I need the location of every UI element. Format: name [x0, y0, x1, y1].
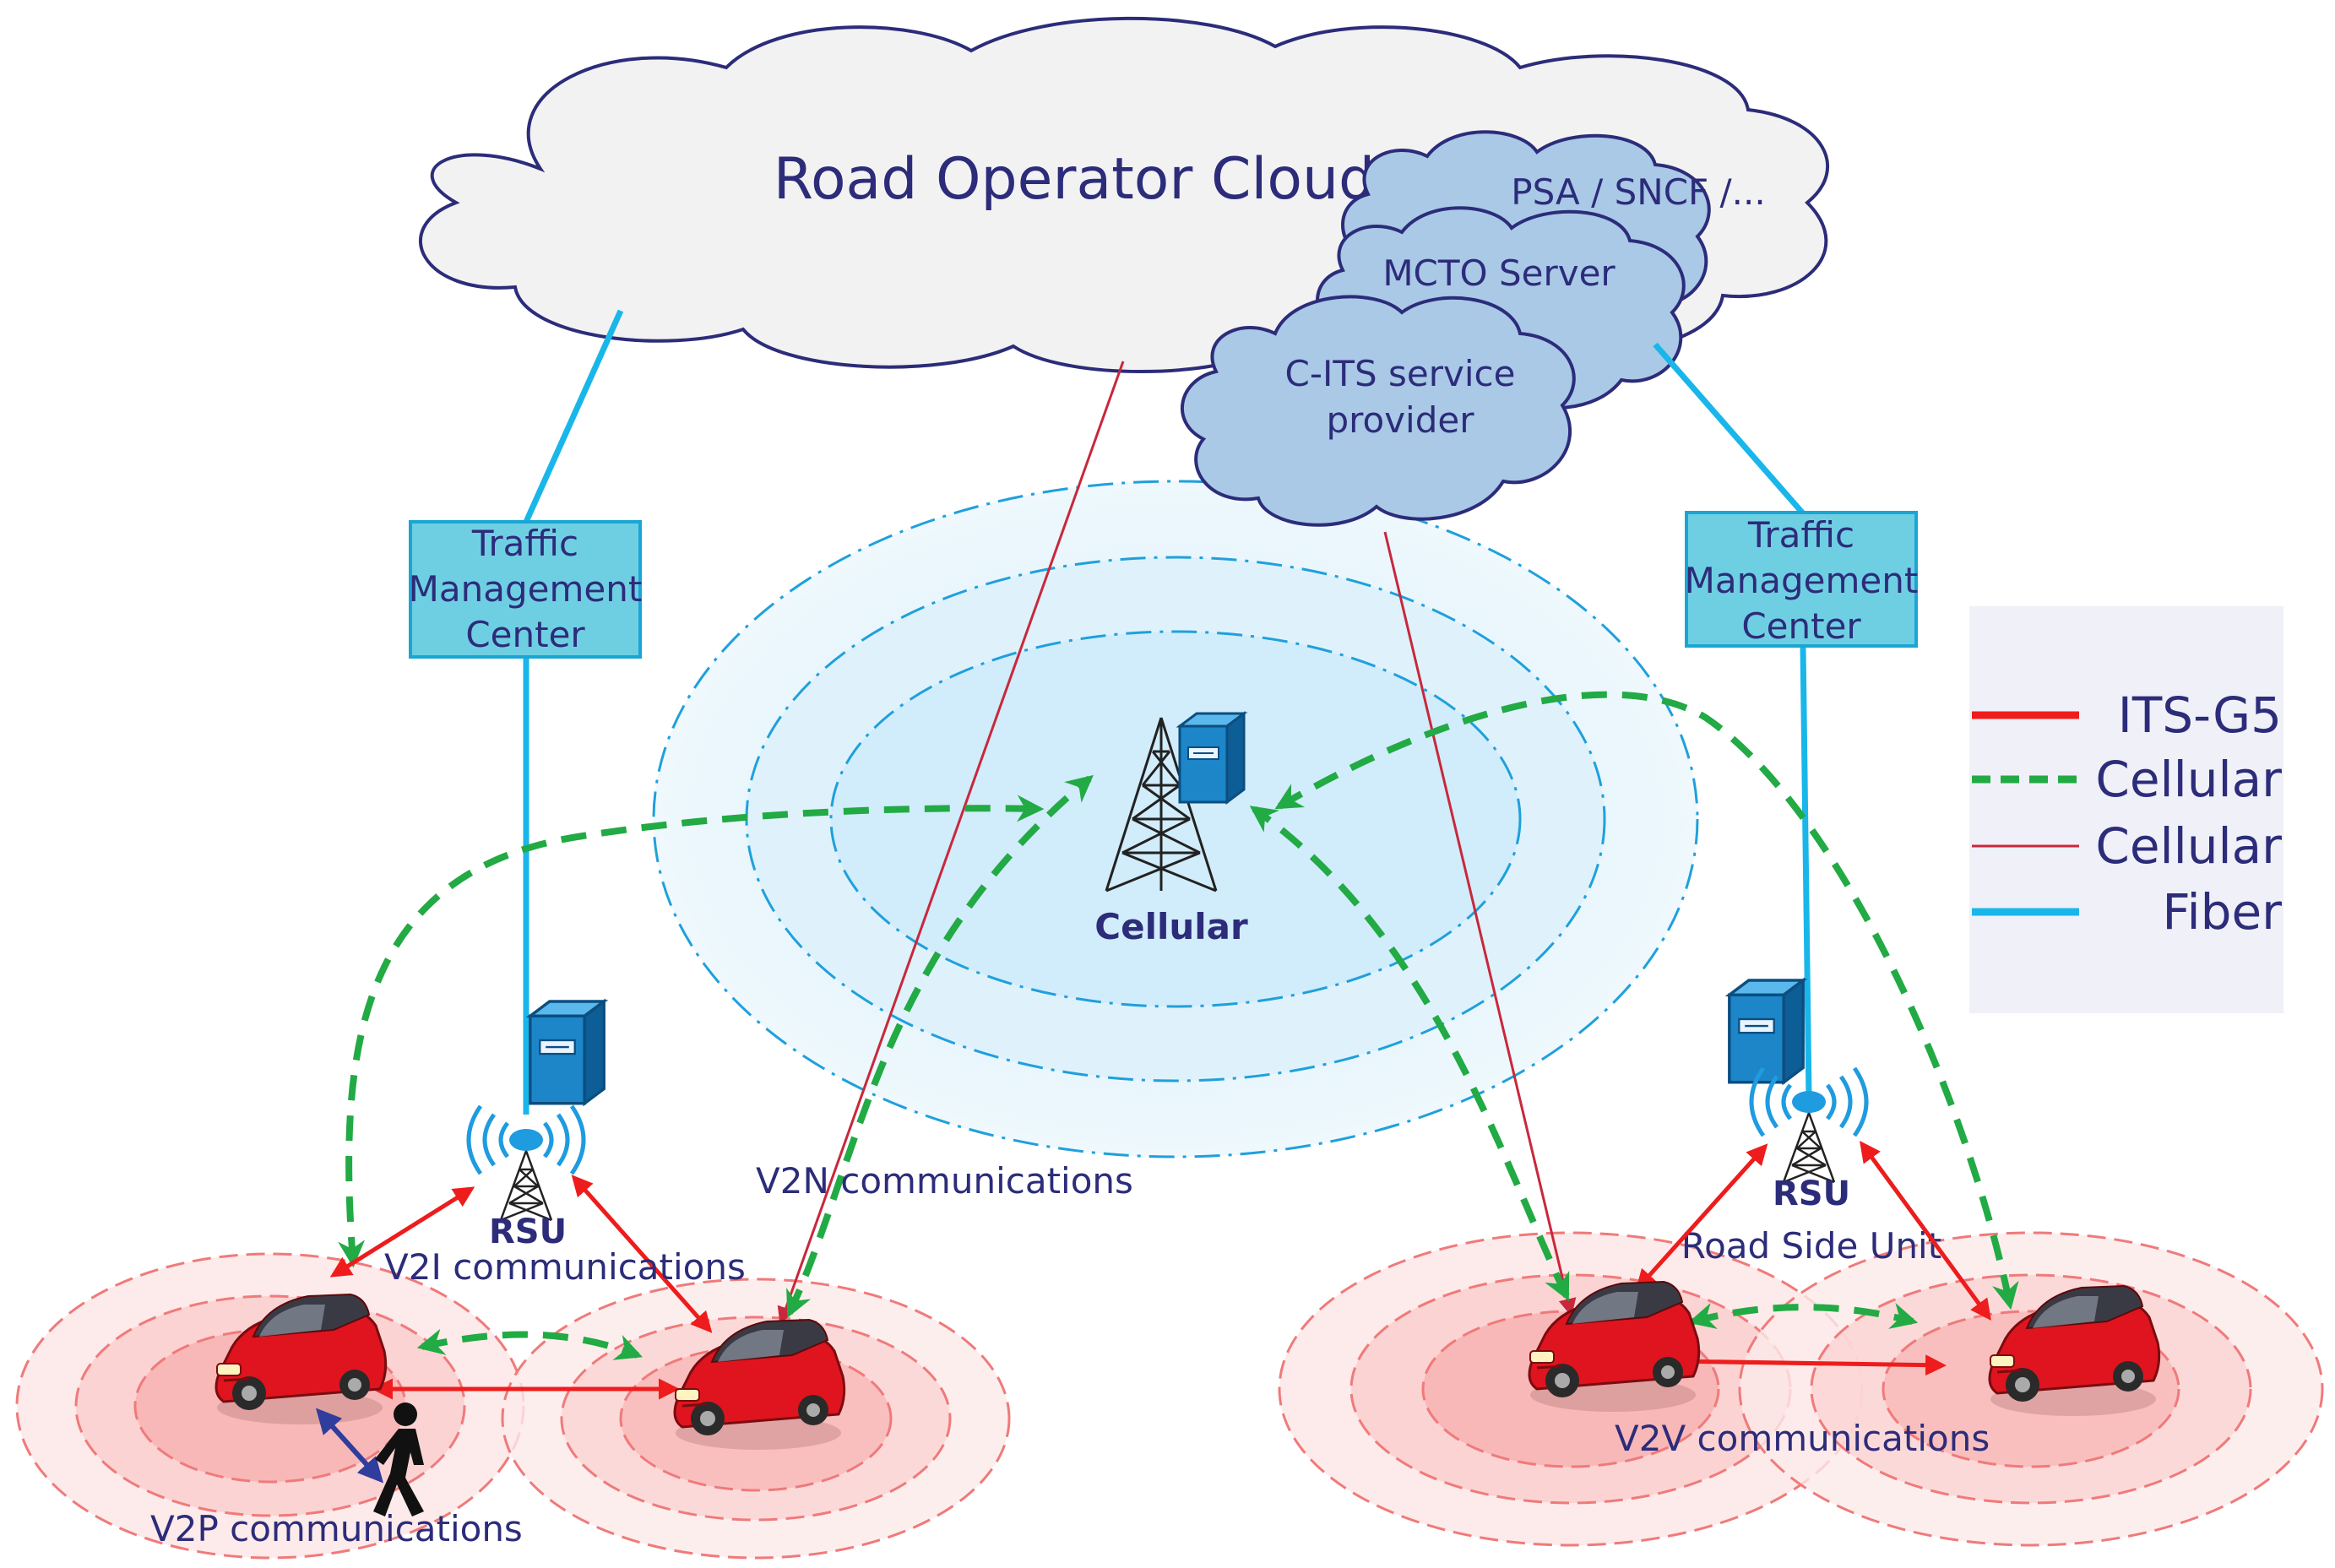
v2n-label: V2N communications — [756, 1160, 1133, 1202]
cits-label-line2: provider — [1327, 399, 1475, 441]
tmc-right-line3: Center — [1741, 605, 1861, 647]
tmc-left: Traffic Management Center — [409, 520, 643, 659]
tmc-right: Traffic Management Center — [1685, 511, 1919, 648]
legend-box — [1969, 606, 2283, 1013]
road-side-unit-label: Road Side Unit — [1681, 1225, 1941, 1267]
tmc-left-line1: Traffic — [471, 523, 578, 564]
psa-sncf-label: PSA / SNCF /... — [1511, 171, 1765, 213]
rsu-left: RSU — [469, 1000, 605, 1251]
legend-label-its-g5: ITS-G5 — [2118, 686, 2282, 744]
tmc-left-line2: Management — [409, 568, 643, 610]
legend-item-cellular-thin: Cellular — [1972, 817, 2282, 875]
its-g5-links — [329, 1140, 1991, 1400]
legend-item-fiber: Fiber — [1972, 883, 2282, 941]
cell-tower-icon — [1105, 717, 1218, 893]
rsu-right: RSU Road Side Unit — [1681, 979, 1941, 1267]
tmc-right-line1: Traffic — [1747, 514, 1854, 556]
rsu-right-server-icon — [1728, 979, 1805, 1084]
rsu-right-label: RSU — [1773, 1175, 1850, 1213]
legend-label-cellular-thin: Cellular — [2095, 817, 2282, 875]
cellular-dashed-links — [338, 691, 2019, 1360]
rsu-left-antenna-icon — [469, 1106, 584, 1220]
cits-provider-cloud: C-ITS service provider — [1180, 295, 1576, 527]
v2p-label: V2P communications — [150, 1508, 523, 1549]
cellular-tower-label: Cellular — [1094, 906, 1248, 947]
cits-label-line1: C-ITS service — [1285, 353, 1516, 394]
pedestrian-icon — [373, 1403, 424, 1516]
legend-label-cellular-dashed: Cellular — [2095, 751, 2282, 808]
cloud-title: Road Operator Cloud — [774, 146, 1375, 213]
mcto-server-label: MCTO Server — [1382, 252, 1615, 294]
legend-item-its-g5: ITS-G5 — [1972, 686, 2282, 744]
legend-label-fiber: Fiber — [2162, 883, 2282, 941]
v2p-link — [315, 1408, 384, 1484]
legend-item-cellular-dashed: Cellular — [1972, 751, 2282, 808]
cellular-tower: Cellular — [1094, 712, 1248, 947]
tmc-left-line3: Center — [465, 614, 585, 655]
v2i-label: V2I communications — [384, 1246, 746, 1288]
rsu-left-server-icon — [529, 1000, 605, 1105]
legend: ITS-G5 Cellular Cellular Fiber — [1969, 606, 2283, 1013]
cell-server-icon — [1178, 712, 1246, 804]
v2v-label: V2V communications — [1615, 1418, 1990, 1459]
tmc-right-line2: Management — [1685, 560, 1919, 601]
